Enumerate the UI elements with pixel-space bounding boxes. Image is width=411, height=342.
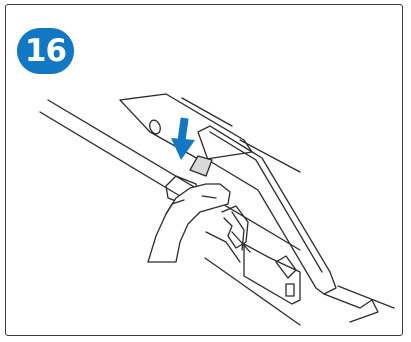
latch-lever <box>190 156 212 176</box>
hand-finger <box>148 184 230 262</box>
mount-hole <box>148 119 162 136</box>
bracket-edge <box>182 98 232 126</box>
step-number-badge: 16 <box>17 28 74 74</box>
clip-tab <box>276 256 296 278</box>
rail-track <box>198 126 336 294</box>
press-down-arrow-icon <box>171 118 195 160</box>
clip-bolt <box>286 284 294 296</box>
